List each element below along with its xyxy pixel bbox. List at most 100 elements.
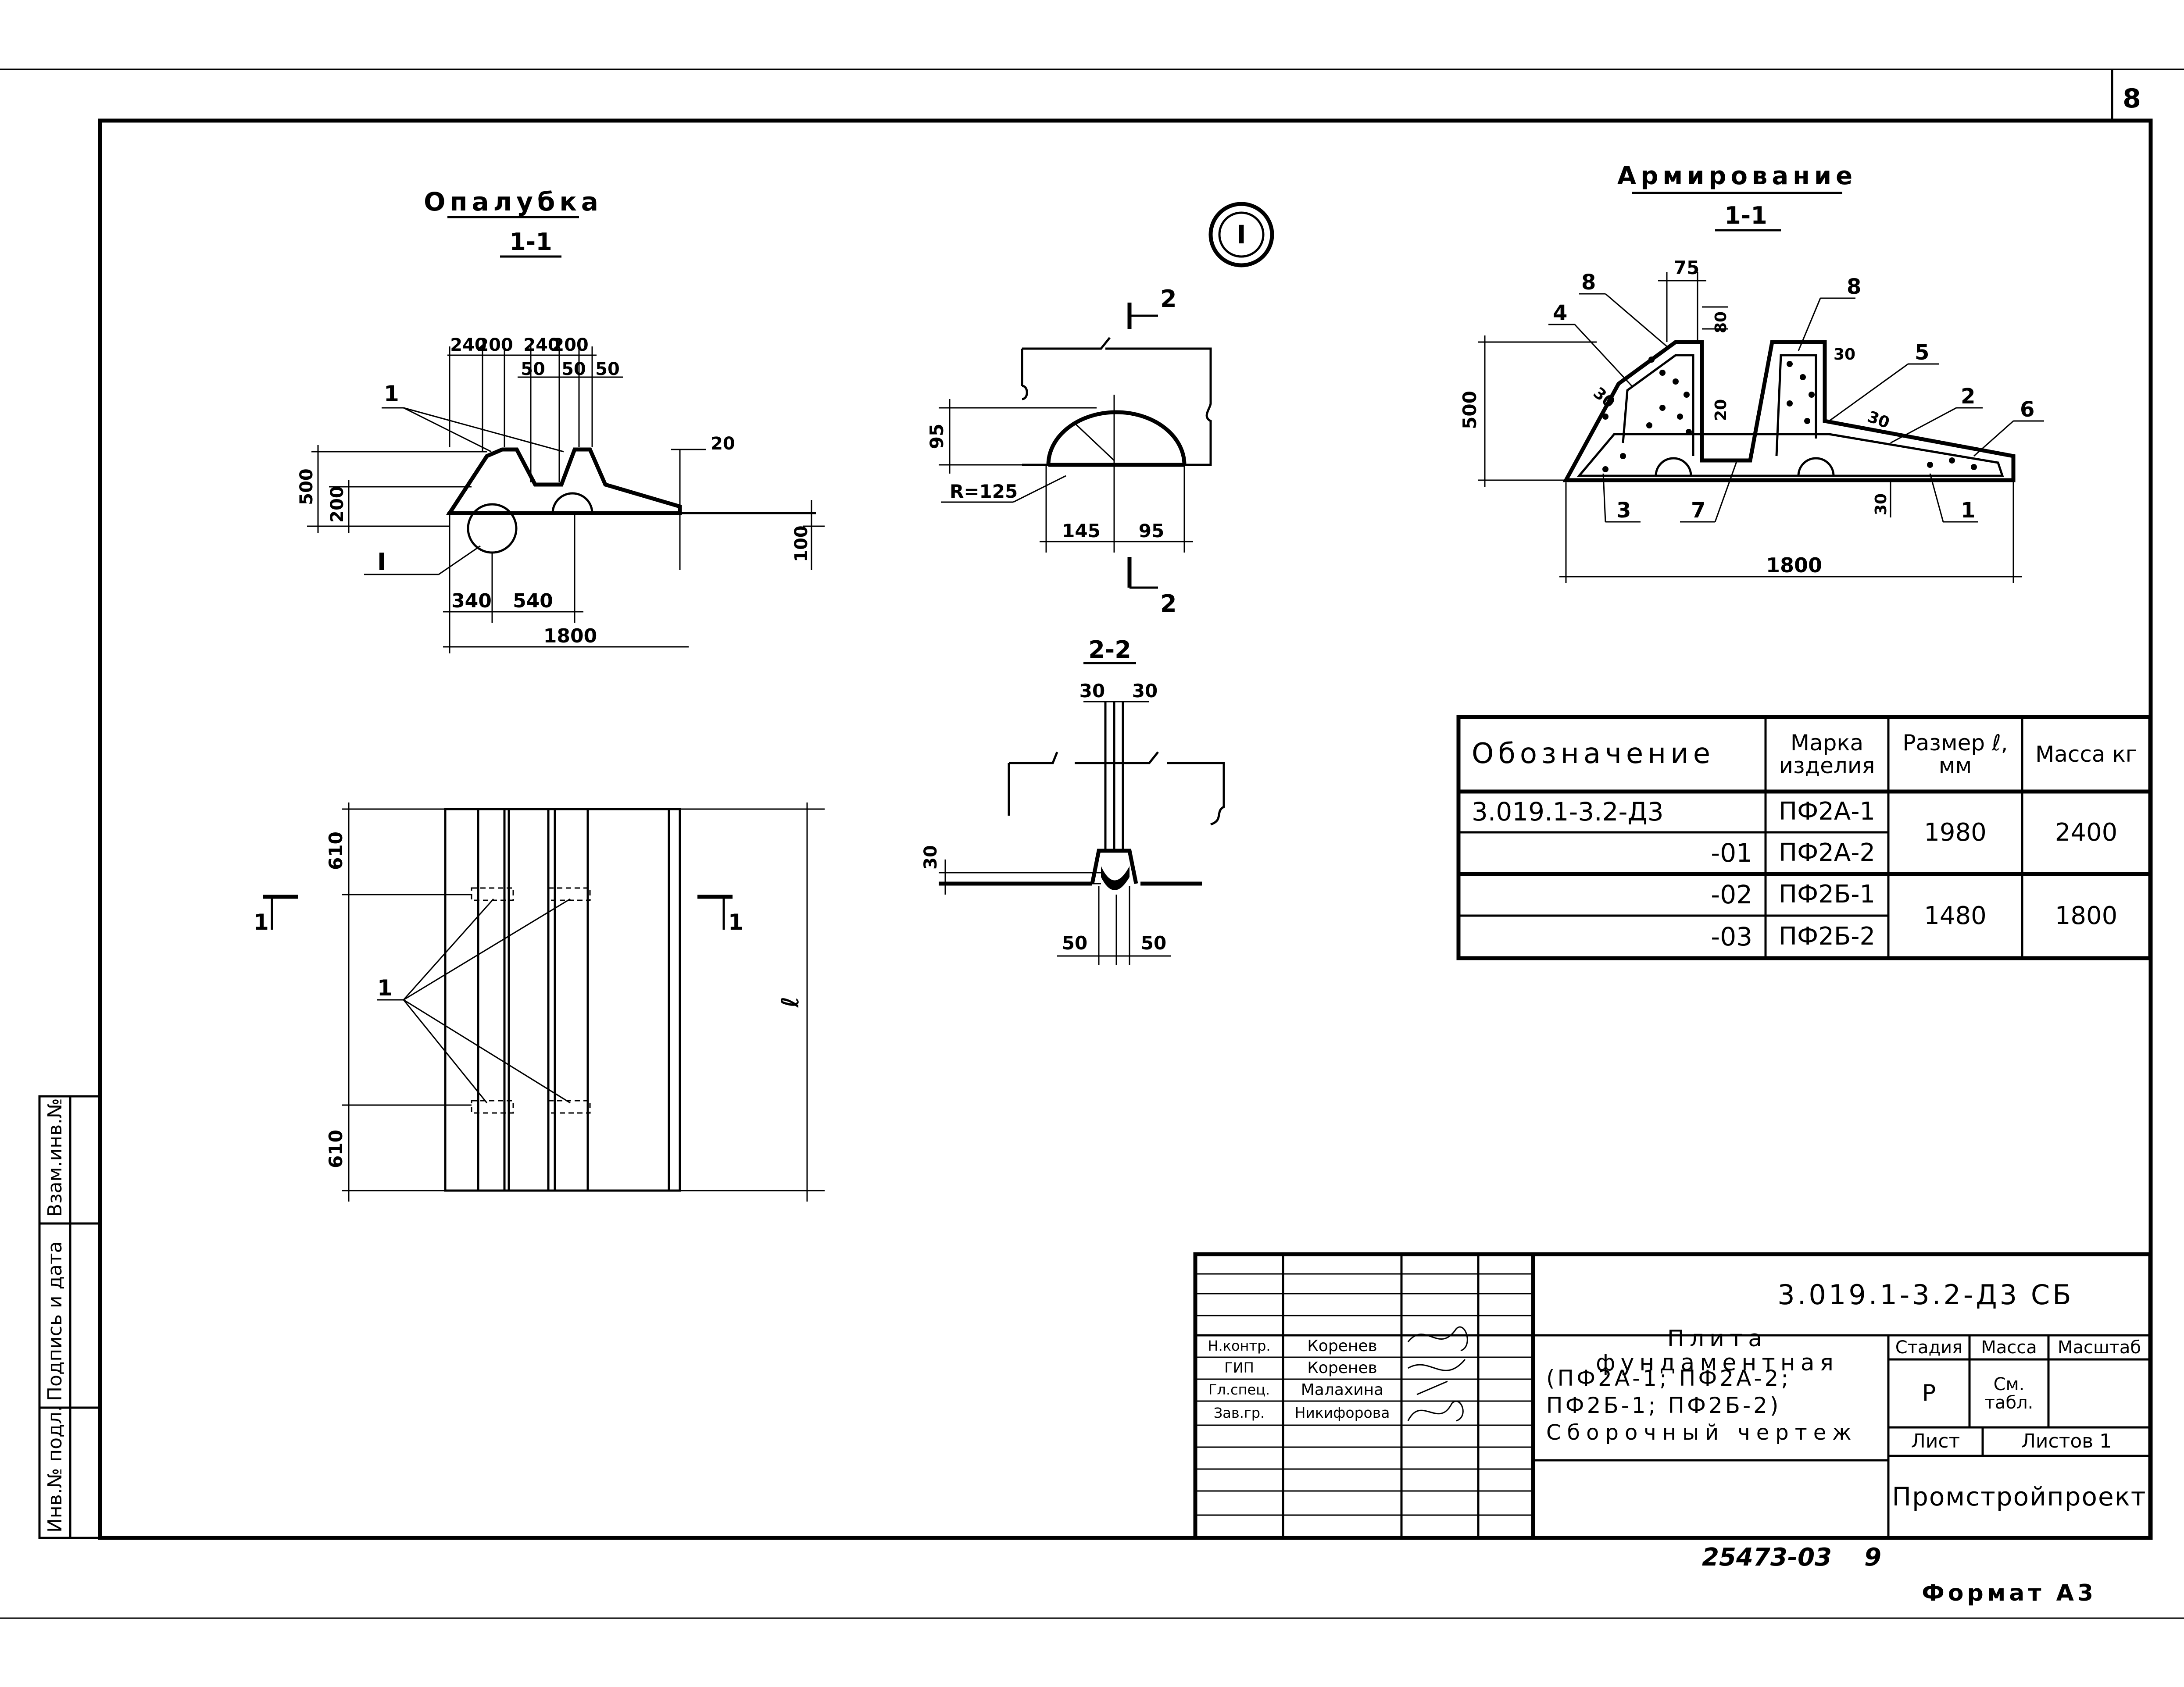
plan-outline: [444, 808, 681, 1192]
scale-label: Масштаб: [2057, 1337, 2141, 1358]
side-stamp-label-sign: Подпись и дата: [44, 1241, 66, 1401]
spec-header-mass: Масса кг: [2035, 741, 2137, 767]
reinforcement-section-label: 1-1: [1724, 202, 1767, 229]
formwork-dim-200b: 200: [552, 335, 589, 355]
formwork-dim-200: 200: [327, 486, 347, 523]
formwork-dim-500: 500: [297, 468, 317, 505]
plan-callout-1: 1: [377, 975, 393, 1001]
reinforcement-dim-30d: 30: [1872, 493, 1890, 515]
formwork-dim-240b: 240: [523, 335, 560, 355]
reinforcement-callout-8a: 8: [1581, 270, 1596, 295]
reinforcement-voids: [1655, 457, 1835, 476]
node-marker-label: I: [1237, 220, 1246, 250]
formwork-section-label: 1-1: [509, 228, 552, 256]
format-label: Формат А3: [1922, 1580, 2097, 1606]
rebar-dots: [1602, 357, 1977, 472]
name-norm-control: Коренев: [1307, 1337, 1377, 1355]
spec-size-b: 1480: [1924, 901, 1987, 930]
reinforcement-callout-2: 2: [1961, 384, 1975, 409]
title-block-grid: [1193, 1252, 2152, 1540]
node-detail: I 2 2 95 R=125 145 95: [926, 202, 1274, 617]
reinforcement-callout-3: 3: [1616, 498, 1631, 523]
node-arc: [1046, 410, 1187, 465]
reinforcement-callout-8b: 8: [1847, 275, 1861, 299]
spec-size-a: 1980: [1924, 818, 1987, 847]
formwork-dim-50a: 50: [521, 359, 545, 379]
section22-break: [1008, 751, 1225, 826]
formwork-dim-240a: 240: [450, 335, 487, 355]
node-radius: R=125: [950, 481, 1018, 502]
node-cut-top: 2: [1160, 285, 1177, 313]
formwork-dim-100: 100: [791, 525, 811, 562]
stamp-sheet: 9: [1864, 1543, 1881, 1572]
organization: Промстройпроект: [1892, 1482, 2147, 1512]
plan-cut-left: 1: [254, 909, 269, 935]
spec-table-grid: [1456, 715, 2152, 960]
spec-mass-a: 2400: [2055, 818, 2118, 847]
formwork-dim-340: 340: [451, 590, 492, 612]
section22-fill: [1101, 866, 1130, 890]
side-stamp: Инв.№ подл. Подпись и дата Взам.инв.№: [38, 1095, 101, 1539]
section22-title: 2-2: [1088, 636, 1131, 663]
signatures: [1407, 1326, 1468, 1422]
formwork-dim-50b: 50: [561, 359, 586, 379]
name-chief-spec: Малахина: [1301, 1381, 1384, 1399]
mass-value: См. табл.: [1984, 1374, 2034, 1413]
page-number: 8: [2123, 83, 2141, 114]
spec-header-mark: Марка изделия: [1779, 730, 1875, 778]
node-break-left: [1021, 337, 1111, 400]
doc-code: 3.019.1-3.2-Д3 СБ: [1777, 1278, 2074, 1311]
reinforcement-callout-6: 6: [2020, 397, 2034, 422]
formwork-callout-1: 1: [384, 381, 399, 407]
node-dim-95: 95: [926, 424, 947, 449]
role-gip: ГИП: [1224, 1359, 1254, 1377]
role-group-head: Зав.гр.: [1213, 1404, 1265, 1421]
formwork-dim-50c: 50: [595, 359, 620, 379]
formwork-dim-540: 540: [513, 590, 553, 612]
title-line-2: (ПФ2А-1; ПФ2А-2;: [1546, 1365, 1791, 1391]
section-2-2: 2-2 30 30 30 50 50: [921, 636, 1225, 965]
spec-header-size: Размер ℓ, мм: [1902, 730, 2008, 778]
spec-mass-b: 1800: [2055, 901, 2118, 930]
spec-row3-designation: -02: [1711, 880, 1752, 910]
stage-label: Стадия: [1895, 1337, 1963, 1358]
node-dim-95b: 95: [1139, 520, 1164, 542]
formwork-title: Опалубка: [424, 187, 603, 217]
plan-dim-610b: 610: [325, 1130, 347, 1168]
title-line-3: ПФ2Б-1; ПФ2Б-2): [1546, 1392, 1781, 1418]
reinforcement-outline: [1562, 340, 2016, 482]
reinforcement-section: Армирование 1-1 500 1800: [1459, 162, 2044, 583]
title-line-4: Сборочный чертеж: [1546, 1420, 1858, 1445]
node-dim-145: 145: [1062, 520, 1101, 542]
spec-row4-designation: -03: [1711, 922, 1752, 952]
plan-view: 610 610 ℓ 1 1 1: [254, 802, 825, 1202]
sheets-label: Листов 1: [2021, 1430, 2112, 1453]
node-cut-bottom: 2: [1160, 590, 1177, 617]
section22-dim-30b: 30: [1132, 680, 1158, 702]
sheet-label: Лист: [1911, 1430, 1960, 1453]
reinforcement-dim-80: 80: [1712, 311, 1730, 333]
section22-groove: [1090, 849, 1138, 884]
reinforcement-dim-30a: 30: [1590, 384, 1618, 412]
reinforcement-title: Армирование: [1617, 162, 1857, 190]
reinforcement-cage: [1576, 354, 2004, 477]
reinforcement-dim-20: 20: [1712, 399, 1730, 421]
spec-row3-mark: ПФ2Б-1: [1778, 880, 1876, 909]
formwork-dim-20: 20: [711, 434, 735, 454]
formwork-void-small: [551, 492, 593, 514]
reinforcement-callout-4: 4: [1553, 301, 1567, 325]
formwork-outline: [446, 447, 682, 515]
plan-cut-right: 1: [728, 909, 743, 935]
section22-dim-50b: 50: [1141, 932, 1166, 954]
reinforcement-dim-30b: 30: [1834, 346, 1855, 364]
plan-dim-l: ℓ: [776, 996, 804, 1008]
spec-row2-designation: -01: [1711, 838, 1752, 868]
section22-dim-30a: 30: [1079, 680, 1105, 702]
reinforcement-callout-5: 5: [1915, 340, 1929, 365]
name-gip: Коренев: [1307, 1359, 1377, 1377]
reinforcement-callout-1: 1: [1961, 498, 1975, 523]
side-stamp-label-inv: Инв.№ подл.: [44, 1405, 66, 1533]
name-group-head: Никифорова: [1294, 1404, 1390, 1422]
section22-dim-50a: 50: [1062, 932, 1087, 954]
